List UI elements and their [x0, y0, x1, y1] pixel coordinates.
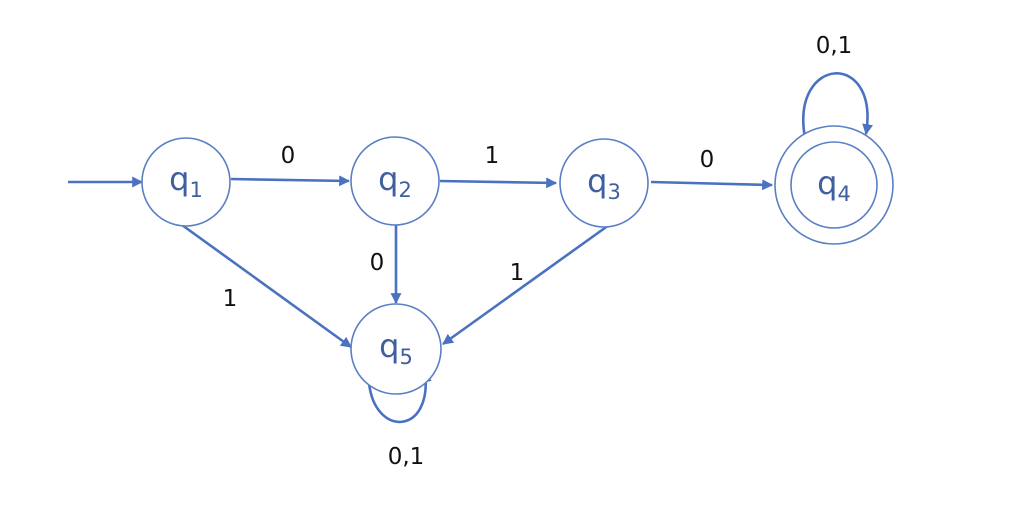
state-q5-circle [350, 303, 442, 395]
state-q1: q1 [141, 137, 231, 227]
state-q1-circle [141, 137, 231, 227]
edge-q3-q4 [650, 179, 774, 191]
state-q4-label: q4 [817, 164, 851, 206]
label-q4-q4: 0,1 [816, 33, 853, 59]
state-q3-label: q3 [587, 162, 621, 204]
state-q2: q2 [350, 136, 440, 226]
state-q5: q5 [350, 303, 442, 395]
state-q2-label: q2 [378, 160, 412, 202]
label-q1-q5: 1 [223, 286, 238, 312]
state-q5-label: q5 [379, 327, 413, 369]
label-q2-q5: 0 [370, 250, 385, 276]
label-q2-q3: 1 [485, 143, 500, 169]
state-q4-inner-circle [790, 141, 878, 229]
edge-q1-q2 [230, 175, 351, 187]
label-q3-q5: 1 [510, 260, 525, 286]
state-q4: q4 [774, 125, 894, 245]
edge-q5-q5-loop [367, 370, 432, 424]
edge-q3-q5 [442, 223, 610, 346]
label-q3-q4: 0 [700, 147, 715, 173]
state-q3-circle [559, 138, 649, 228]
state-q3: q3 [559, 138, 649, 228]
label-q1-q2: 0 [281, 143, 296, 169]
state-q1-label: q1 [169, 160, 203, 202]
edge-q2-q3 [439, 177, 558, 189]
edge-q1-q5 [181, 223, 352, 349]
state-q2-circle [350, 136, 440, 226]
label-q5-q5: 0,1 [388, 444, 425, 470]
edge-q4-q4-loop [802, 72, 873, 139]
